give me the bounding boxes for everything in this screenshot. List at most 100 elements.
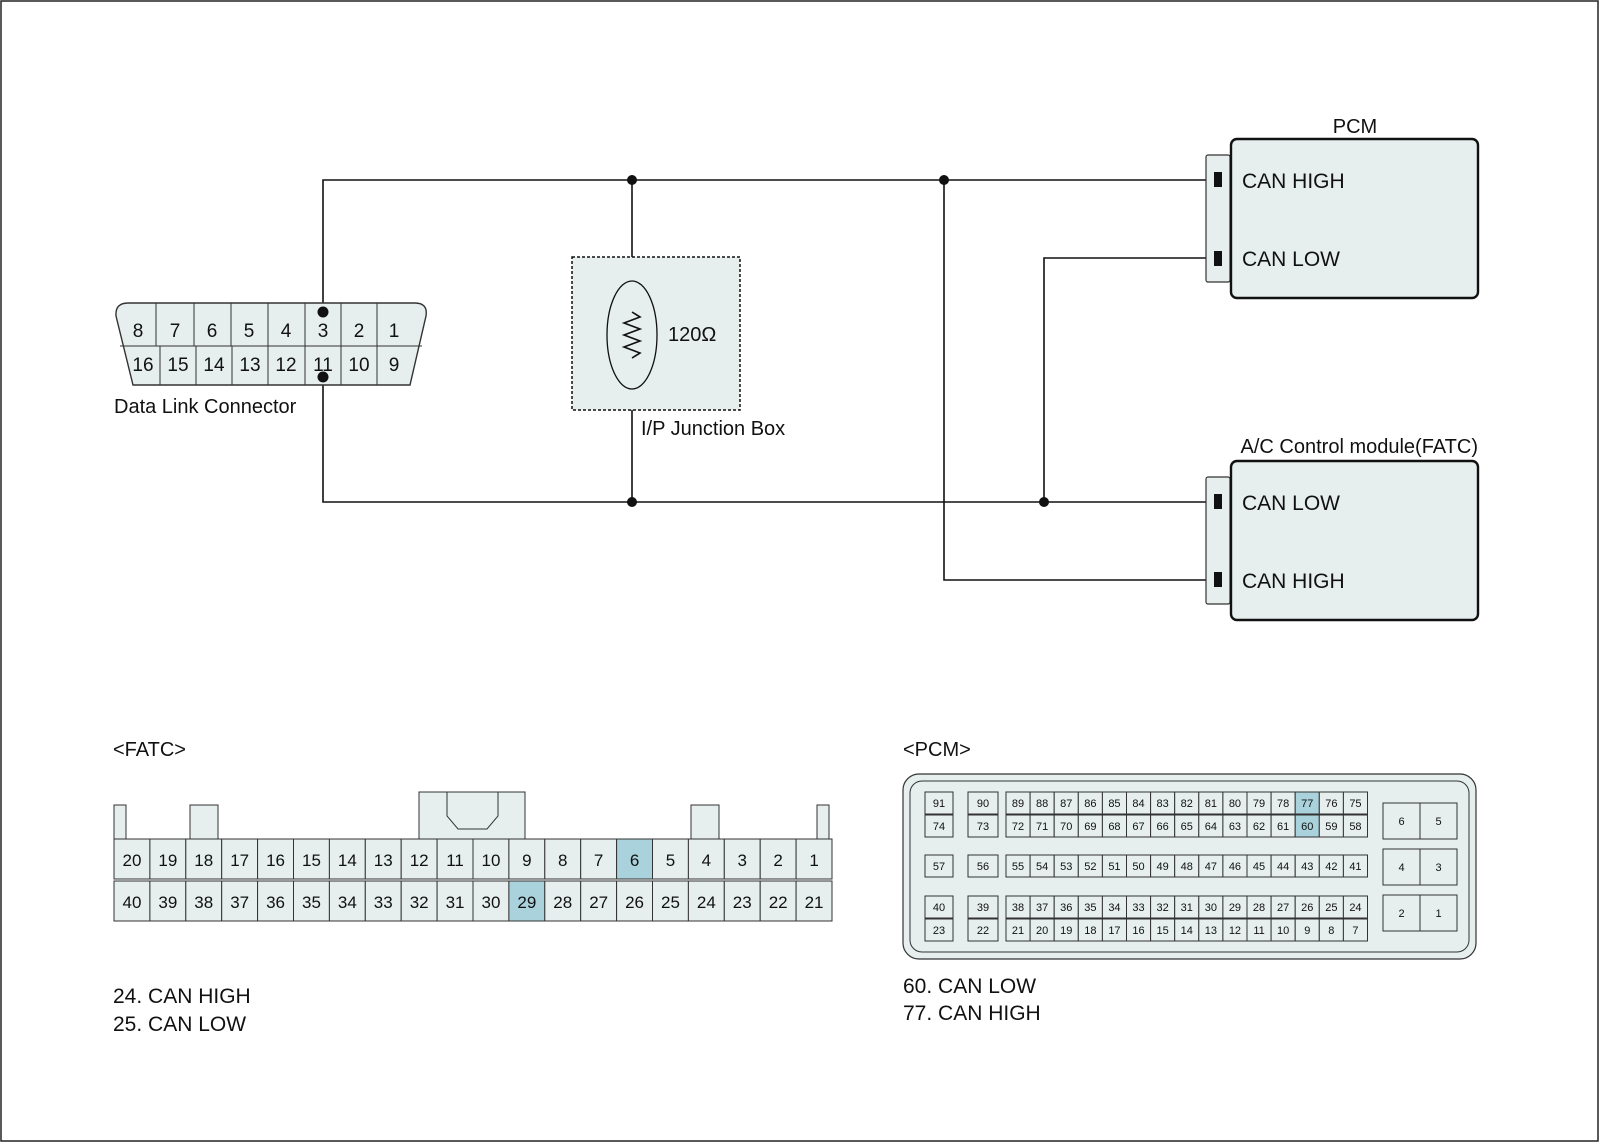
pcm-pin-64: 64 (1205, 821, 1217, 833)
pcm-pin-58: 58 (1349, 821, 1361, 833)
fatc-pin-25: 25 (661, 893, 680, 912)
pcm-pin-23: 23 (933, 925, 945, 937)
fatc-pin-10: 10 (481, 851, 500, 870)
pcm-can-low-wire (1043, 257, 1216, 502)
pcm-pin-67: 67 (1132, 821, 1144, 833)
pcm-pin-91: 91 (933, 798, 945, 810)
pcm-pin-cell (967, 918, 999, 942)
fatc-lock-tab (690, 804, 720, 840)
fatc-module: A/C Control module(FATC) CAN LOW CAN HIG… (1205, 436, 1480, 622)
splice-dot (1039, 497, 1049, 507)
pcm-pin-69: 69 (1084, 821, 1096, 833)
pcm-pin-49: 49 (1157, 861, 1169, 873)
fatc-pin-14: 14 (338, 851, 357, 870)
pcm-pin-80: 80 (1229, 798, 1241, 810)
fatc-pin-29: 29 (517, 893, 536, 912)
pcm-pin-cell (924, 854, 954, 878)
fatc-pin-2: 2 (773, 851, 782, 870)
fatc-pin-39: 39 (158, 893, 177, 912)
pcm-pin-cell (1419, 802, 1458, 840)
pcm-pin-66: 66 (1157, 821, 1169, 833)
dlc-pin-3-contact (317, 306, 329, 318)
pcm-pin-89: 89 (1012, 798, 1024, 810)
can-low-wire (322, 377, 1216, 503)
dlc-label: Data Link Connector (114, 396, 297, 418)
pcm-pin-18: 18 (1084, 925, 1096, 937)
fatc-pin-38: 38 (194, 893, 213, 912)
fatc-pin-cell (652, 838, 689, 880)
fatc-pin-cell (328, 838, 366, 880)
fatc-pin-cell (652, 880, 689, 922)
fatc-pin-13: 13 (374, 851, 393, 870)
fatc-pin-cell (616, 880, 653, 922)
dlc-pin-8: 8 (133, 321, 144, 342)
fatc-pin-34: 34 (338, 893, 357, 912)
pcm-pin-52: 52 (1084, 861, 1096, 873)
fatc-pin-40: 40 (122, 893, 141, 912)
fatc-can-low-label: CAN LOW (1242, 492, 1340, 515)
fatc-pin-7: 7 (594, 851, 603, 870)
fatc-pin-cell (508, 880, 546, 922)
pcm-pin-cell (1382, 802, 1421, 840)
dlc-pin-9: 9 (389, 355, 400, 376)
pcm-pin-39: 39 (977, 902, 989, 914)
pcm-pin-38: 38 (1012, 902, 1024, 914)
pcm-pin-56: 56 (977, 861, 989, 873)
pcm-pin-5: 5 (1435, 816, 1441, 828)
fatc-pin-19: 19 (158, 851, 177, 870)
fatc-pin-21: 21 (805, 893, 824, 912)
pcm-pin-73: 73 (977, 821, 989, 833)
fatc-pin-cell (185, 880, 223, 922)
pcm-pin-19: 19 (1060, 925, 1072, 937)
pcm-pin-86: 86 (1084, 798, 1096, 810)
pcm-pin-marker (1214, 251, 1222, 266)
pcm-pin-71: 71 (1036, 821, 1048, 833)
fatc-pin-12: 12 (410, 851, 429, 870)
pcm-pin-44: 44 (1277, 861, 1289, 873)
pcm-pin-7: 7 (1352, 925, 1358, 937)
pcm-pin-cell (924, 918, 954, 942)
pcm-box (1229, 137, 1480, 300)
splice-dot (939, 175, 949, 185)
pcm-pin-45: 45 (1253, 861, 1265, 873)
pcm-pin-cell (967, 854, 999, 878)
fatc-pin-cell (436, 838, 474, 880)
fatc-note-1: 24. CAN HIGH (113, 985, 251, 1008)
pcm-pin-28: 28 (1253, 902, 1265, 914)
fatc-pin-cell (221, 880, 259, 922)
pcm-pin-26: 26 (1301, 902, 1313, 914)
pcm-pin-75: 75 (1349, 798, 1361, 810)
pcm-pin-2: 2 (1398, 908, 1404, 920)
fatc-pin-cell (293, 880, 330, 922)
splice-dot (627, 497, 637, 507)
dlc-pin-1: 1 (389, 321, 400, 342)
fatc-pin-cell (759, 880, 797, 922)
dlc-pin-13: 13 (239, 355, 260, 376)
pcm-pin-57: 57 (933, 861, 945, 873)
pcm-module: PCM CAN HIGH CAN LOW (1205, 116, 1480, 300)
pcm-pin-46: 46 (1229, 861, 1241, 873)
dlc-pin-12: 12 (275, 355, 296, 376)
fatc-pin-cell (257, 838, 295, 880)
fatc-note-2: 25. CAN LOW (113, 1013, 246, 1036)
fatc-pin-cell (328, 880, 366, 922)
fatc-pin-cell (580, 880, 618, 922)
pcm-pin-32: 32 (1157, 902, 1169, 914)
fatc-pin-11: 11 (446, 851, 464, 870)
fatc-pin-5: 5 (666, 851, 675, 870)
fatc-pin-22: 22 (769, 893, 788, 912)
pcm-pin-cell (1342, 814, 1369, 838)
fatc-pin-cell (795, 838, 833, 880)
pcm-pin-1: 1 (1435, 908, 1441, 920)
fatc-pin-cell (149, 880, 187, 922)
fatc-pin-cell (472, 880, 510, 922)
pcm-pin-34: 34 (1108, 902, 1120, 914)
pcm-pin-90: 90 (977, 798, 989, 810)
fatc-pin-8: 8 (558, 851, 567, 870)
pcm-pin-55: 55 (1012, 861, 1024, 873)
fatc-can-high-label: CAN HIGH (1242, 570, 1345, 593)
